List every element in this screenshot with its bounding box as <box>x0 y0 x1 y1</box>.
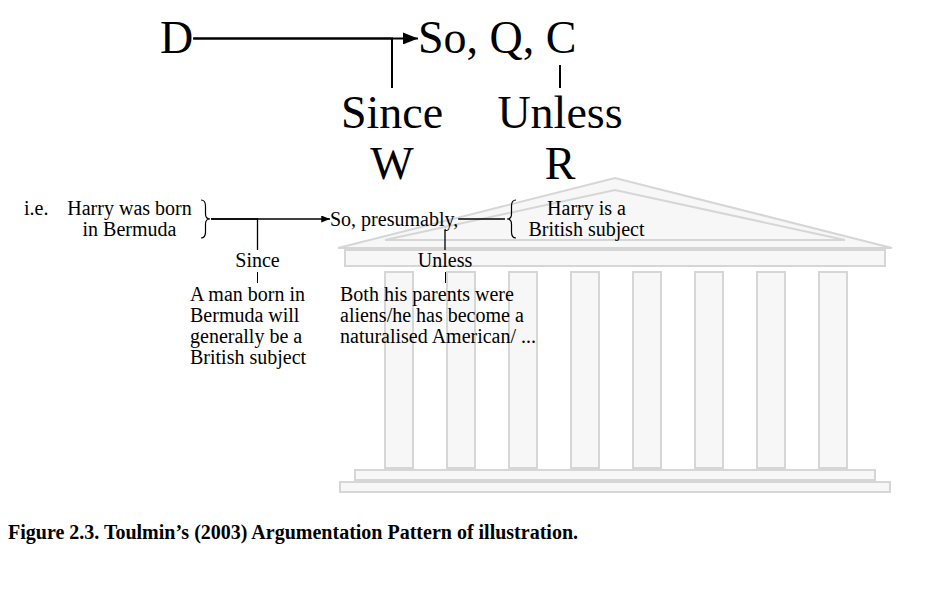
node-text: R <box>485 139 635 190</box>
connector <box>444 230 445 251</box>
node-text: So, presumably, <box>330 209 458 230</box>
node-text: Unless <box>485 88 635 139</box>
watermark-step <box>355 470 875 480</box>
connector <box>211 219 258 250</box>
watermark-column <box>571 272 599 468</box>
warrant-group: SinceW <box>327 88 457 189</box>
keyword-text: Since <box>190 250 325 271</box>
node-text: Harry was born in Bermuda <box>62 198 197 240</box>
connector <box>559 65 561 88</box>
data-symbol: D <box>160 12 193 65</box>
brace <box>201 200 210 238</box>
keyword-text: Unless <box>340 250 550 271</box>
qualifier-text: So, presumably, <box>330 209 458 230</box>
datum-text: Harry was born in Bermuda <box>62 198 211 240</box>
node-text: So, Q, C <box>418 12 576 65</box>
node-text: D <box>160 12 193 65</box>
warrant-example: Since A man born in Bermuda will generall… <box>190 250 325 368</box>
brace <box>507 200 516 238</box>
watermark-column <box>757 272 785 468</box>
watermark-step <box>340 482 890 492</box>
rebuttal-example: UnlessBoth his parents were aliens/he ha… <box>340 250 550 347</box>
node-text: W <box>327 139 457 190</box>
connector <box>193 38 392 88</box>
node-text: Harry is a British subject <box>519 198 654 240</box>
watermark-column <box>695 272 723 468</box>
label-text: i.e. <box>24 198 48 219</box>
node-text: Since <box>327 88 457 139</box>
body-text: A man born in Bermuda will generally be … <box>190 284 325 368</box>
claim-symbol: So, Q, C <box>418 12 576 65</box>
figure-caption: Figure 2.3. Toulmin’s (2003) Argumentati… <box>8 521 578 544</box>
tick-line <box>257 272 258 283</box>
tick-line <box>445 272 446 283</box>
rebuttal-group: UnlessR <box>485 88 635 189</box>
connector <box>458 218 505 219</box>
watermark-column <box>633 272 661 468</box>
body-text: Both his parents were aliens/he has beco… <box>340 284 550 347</box>
watermark-column <box>819 272 847 468</box>
claim-text: Harry is a British subject <box>505 198 654 240</box>
